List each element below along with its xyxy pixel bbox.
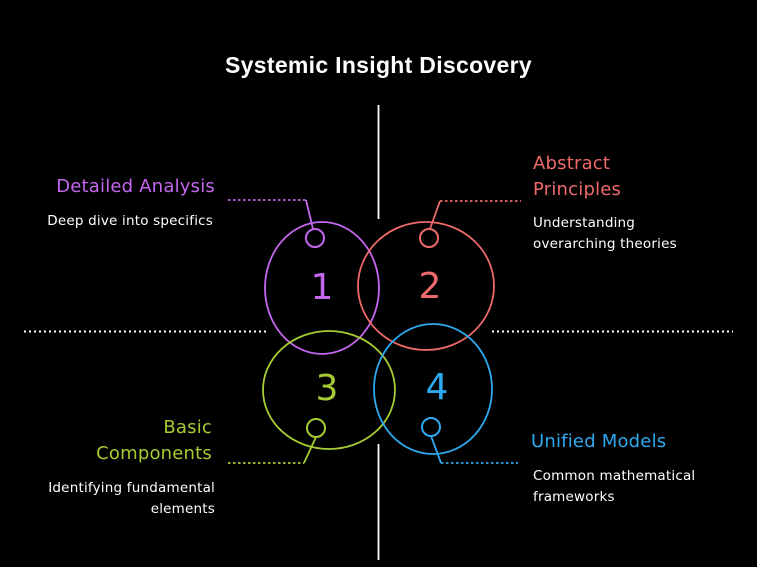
- circle-number-4: 4: [426, 367, 449, 408]
- circle-basic-components: [262, 330, 396, 450]
- desc-group-detailed-analysis: Deep dive into specifics: [0, 211, 213, 232]
- connector-detailed-analysis-stem: [305, 199, 314, 230]
- heading-abstract-principles-line1: Abstract: [533, 153, 611, 174]
- circle-number-3: 3: [316, 368, 339, 409]
- circle-detailed-analysis: [264, 221, 380, 355]
- diagram-title: Systemic Insight Discovery: [225, 52, 532, 78]
- heading-unified-models: Unified Models: [531, 431, 667, 452]
- desc-basic-components-line2: elements: [150, 501, 215, 517]
- desc-abstract-principles-line2: overarching theories: [533, 236, 677, 252]
- desc-group-unified-models: Common mathematical frameworks: [533, 466, 743, 508]
- label-group-unified-models: Unified Models: [531, 429, 741, 455]
- marker-ring-detailed-analysis: [305, 228, 325, 248]
- desc-unified-models-line2: frameworks: [533, 489, 615, 505]
- connector-basic-components-stem: [303, 436, 317, 464]
- desc-group-basic-components: Identifying fundamental elements: [0, 478, 215, 520]
- heading-detailed-analysis: Detailed Analysis: [56, 176, 215, 197]
- marker-ring-basic-components: [306, 418, 326, 438]
- connector-abstract-principles-stem: [429, 200, 441, 230]
- label-group-abstract-principles: Abstract Principles: [533, 151, 733, 203]
- marker-ring-abstract-principles: [419, 228, 439, 248]
- circle-abstract-principles: [357, 221, 495, 351]
- desc-unified-models-line1: Common mathematical: [533, 468, 696, 484]
- desc-detailed-analysis: Deep dive into specifics: [47, 213, 213, 229]
- circle-number-2: 2: [419, 266, 442, 307]
- label-group-detailed-analysis: Detailed Analysis: [0, 174, 215, 200]
- label-group-basic-components: Basic Components: [0, 415, 212, 467]
- heading-basic-components-line2: Components: [96, 443, 212, 464]
- circle-unified-models: [373, 323, 493, 455]
- desc-basic-components-line1: Identifying fundamental: [48, 480, 215, 496]
- desc-abstract-principles-line1: Understanding: [533, 215, 636, 231]
- marker-ring-unified-models: [421, 417, 441, 437]
- heading-basic-components-line1: Basic: [163, 417, 212, 438]
- heading-abstract-principles-line2: Principles: [533, 179, 622, 200]
- desc-group-abstract-principles: Understanding overarching theories: [533, 213, 733, 255]
- connector-unified-models-stem: [430, 435, 442, 464]
- circle-number-1: 1: [311, 267, 334, 308]
